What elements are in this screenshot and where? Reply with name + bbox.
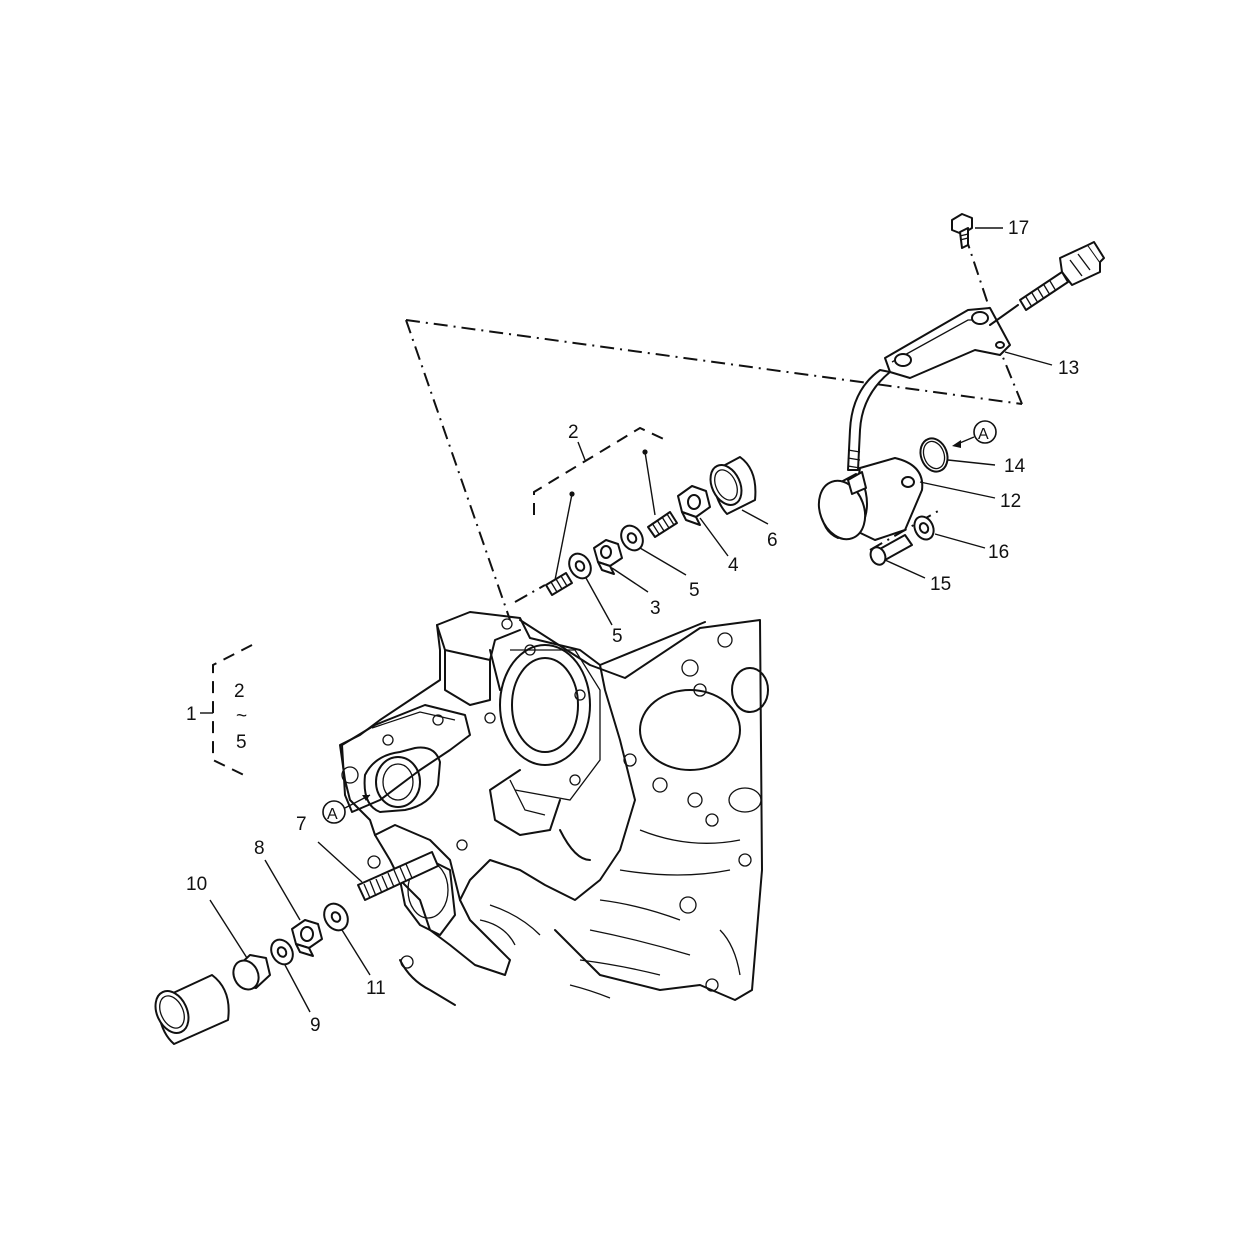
label-13: 13	[1058, 358, 1079, 379]
label-10: 10	[186, 874, 207, 895]
label-8: 8	[254, 838, 265, 859]
engine-housing	[339, 611, 769, 1006]
label-15: 15	[930, 574, 951, 595]
nut-3	[593, 539, 623, 575]
washer-16	[913, 515, 935, 541]
washer-11	[323, 902, 349, 932]
label-4: 4	[728, 555, 739, 576]
range-separator: ~	[236, 706, 247, 727]
solenoid-assembly: A 17 13 14 12 16 15	[817, 213, 1105, 595]
stud-7	[357, 851, 439, 901]
nut-8	[291, 919, 323, 957]
label-1: 1	[186, 704, 197, 725]
mark-a: A	[978, 426, 989, 443]
kit-bracket-item-1: 1 2 ~ 5	[186, 644, 253, 779]
bracket-13	[884, 304, 1019, 379]
bolt-17	[951, 213, 973, 249]
kit-bracket-item-2: 2	[533, 422, 671, 581]
label-6: 6	[767, 530, 778, 551]
label-12: 12	[1000, 491, 1021, 512]
washer-9	[270, 938, 294, 966]
nut-4	[677, 485, 711, 526]
label-17: 17	[1008, 218, 1029, 239]
washer-5-right	[620, 524, 644, 552]
label-2: 2	[568, 422, 579, 443]
connector-plug	[1059, 241, 1105, 286]
label-7: 7	[296, 814, 307, 835]
solenoid-12	[817, 457, 924, 541]
washer-5-left	[568, 552, 592, 580]
reference-mark-a-solenoid: A	[952, 420, 997, 448]
label-5: 5	[612, 626, 623, 647]
sleeve-cap	[154, 974, 230, 1045]
label-5-range-end: 5	[236, 732, 247, 753]
bolt-15	[869, 534, 913, 566]
label-16: 16	[988, 542, 1009, 563]
cap-nut-10	[232, 954, 271, 991]
label-14: 14	[1004, 456, 1026, 477]
label-2-range-start: 2	[234, 681, 245, 702]
label-9: 9	[310, 1015, 321, 1036]
mark-a: A	[327, 806, 338, 823]
label-5: 5	[689, 580, 700, 601]
assembly-centerlines	[405, 234, 1023, 621]
sleeve-6	[709, 456, 757, 515]
stud-assembly-upper: 5 3 5 4 6	[545, 456, 778, 647]
stud-long	[647, 511, 678, 538]
reference-mark-a-housing: A	[322, 794, 371, 824]
stud-assembly-lower: 7 8 10 11 9	[154, 814, 439, 1045]
o-ring-14	[919, 437, 949, 473]
label-11: 11	[366, 978, 386, 999]
label-3: 3	[650, 598, 661, 619]
stud-short	[545, 572, 573, 596]
